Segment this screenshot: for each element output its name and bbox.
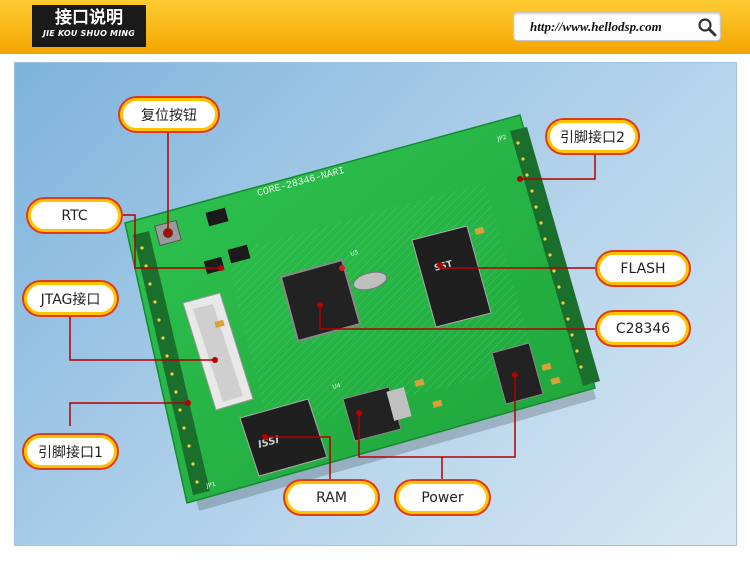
page-title: 接口说明 [55,8,123,28]
svg-text:JP1: JP1 [205,481,217,490]
callout-jtag-label: JTAG接口 [40,291,101,308]
svg-text:JP2: JP2 [496,134,508,143]
callout-pin-header-2: 引脚接口2 [547,120,638,153]
board-photo-panel: SST ISSI CORE-28346-NARI JP2 JP1 U4 U5 [14,62,737,546]
callout-pin-header-1: 引脚接口1 [24,435,117,468]
callout-flash-label: FLASH [620,260,666,277]
callout-rtc: RTC [28,199,121,232]
site-url[interactable]: http://www.hellodsp.com [530,19,662,34]
callout-pin-header-1-label: 引脚接口1 [38,444,103,461]
search-icon[interactable] [697,17,717,37]
header-bar: 接口说明 JIE KOU SHUO MING http://www.hellod… [0,0,750,54]
page-subtitle: JIE KOU SHUO MING [42,29,136,38]
url-search-box[interactable]: http://www.hellodsp.com [513,12,721,41]
callout-flash: FLASH [597,252,689,285]
page-title-box: 接口说明 JIE KOU SHUO MING [32,5,146,47]
callout-reset-button: 复位按钮 [120,98,218,131]
callout-reset-button-label: 复位按钮 [141,107,197,124]
callout-power: Power [396,481,489,514]
callout-jtag: JTAG接口 [24,282,117,315]
svg-text:U5: U5 [350,249,360,258]
callout-pin-header-2-label: 引脚接口2 [560,129,625,146]
callout-rtc-label: RTC [61,207,88,224]
callout-c28346-label: C28346 [615,320,671,337]
callout-c28346: C28346 [597,312,689,345]
callout-ram-label: RAM [316,489,347,506]
svg-text:U4: U4 [332,382,342,391]
callout-power-label: Power [421,489,464,506]
callout-ram: RAM [285,481,378,514]
